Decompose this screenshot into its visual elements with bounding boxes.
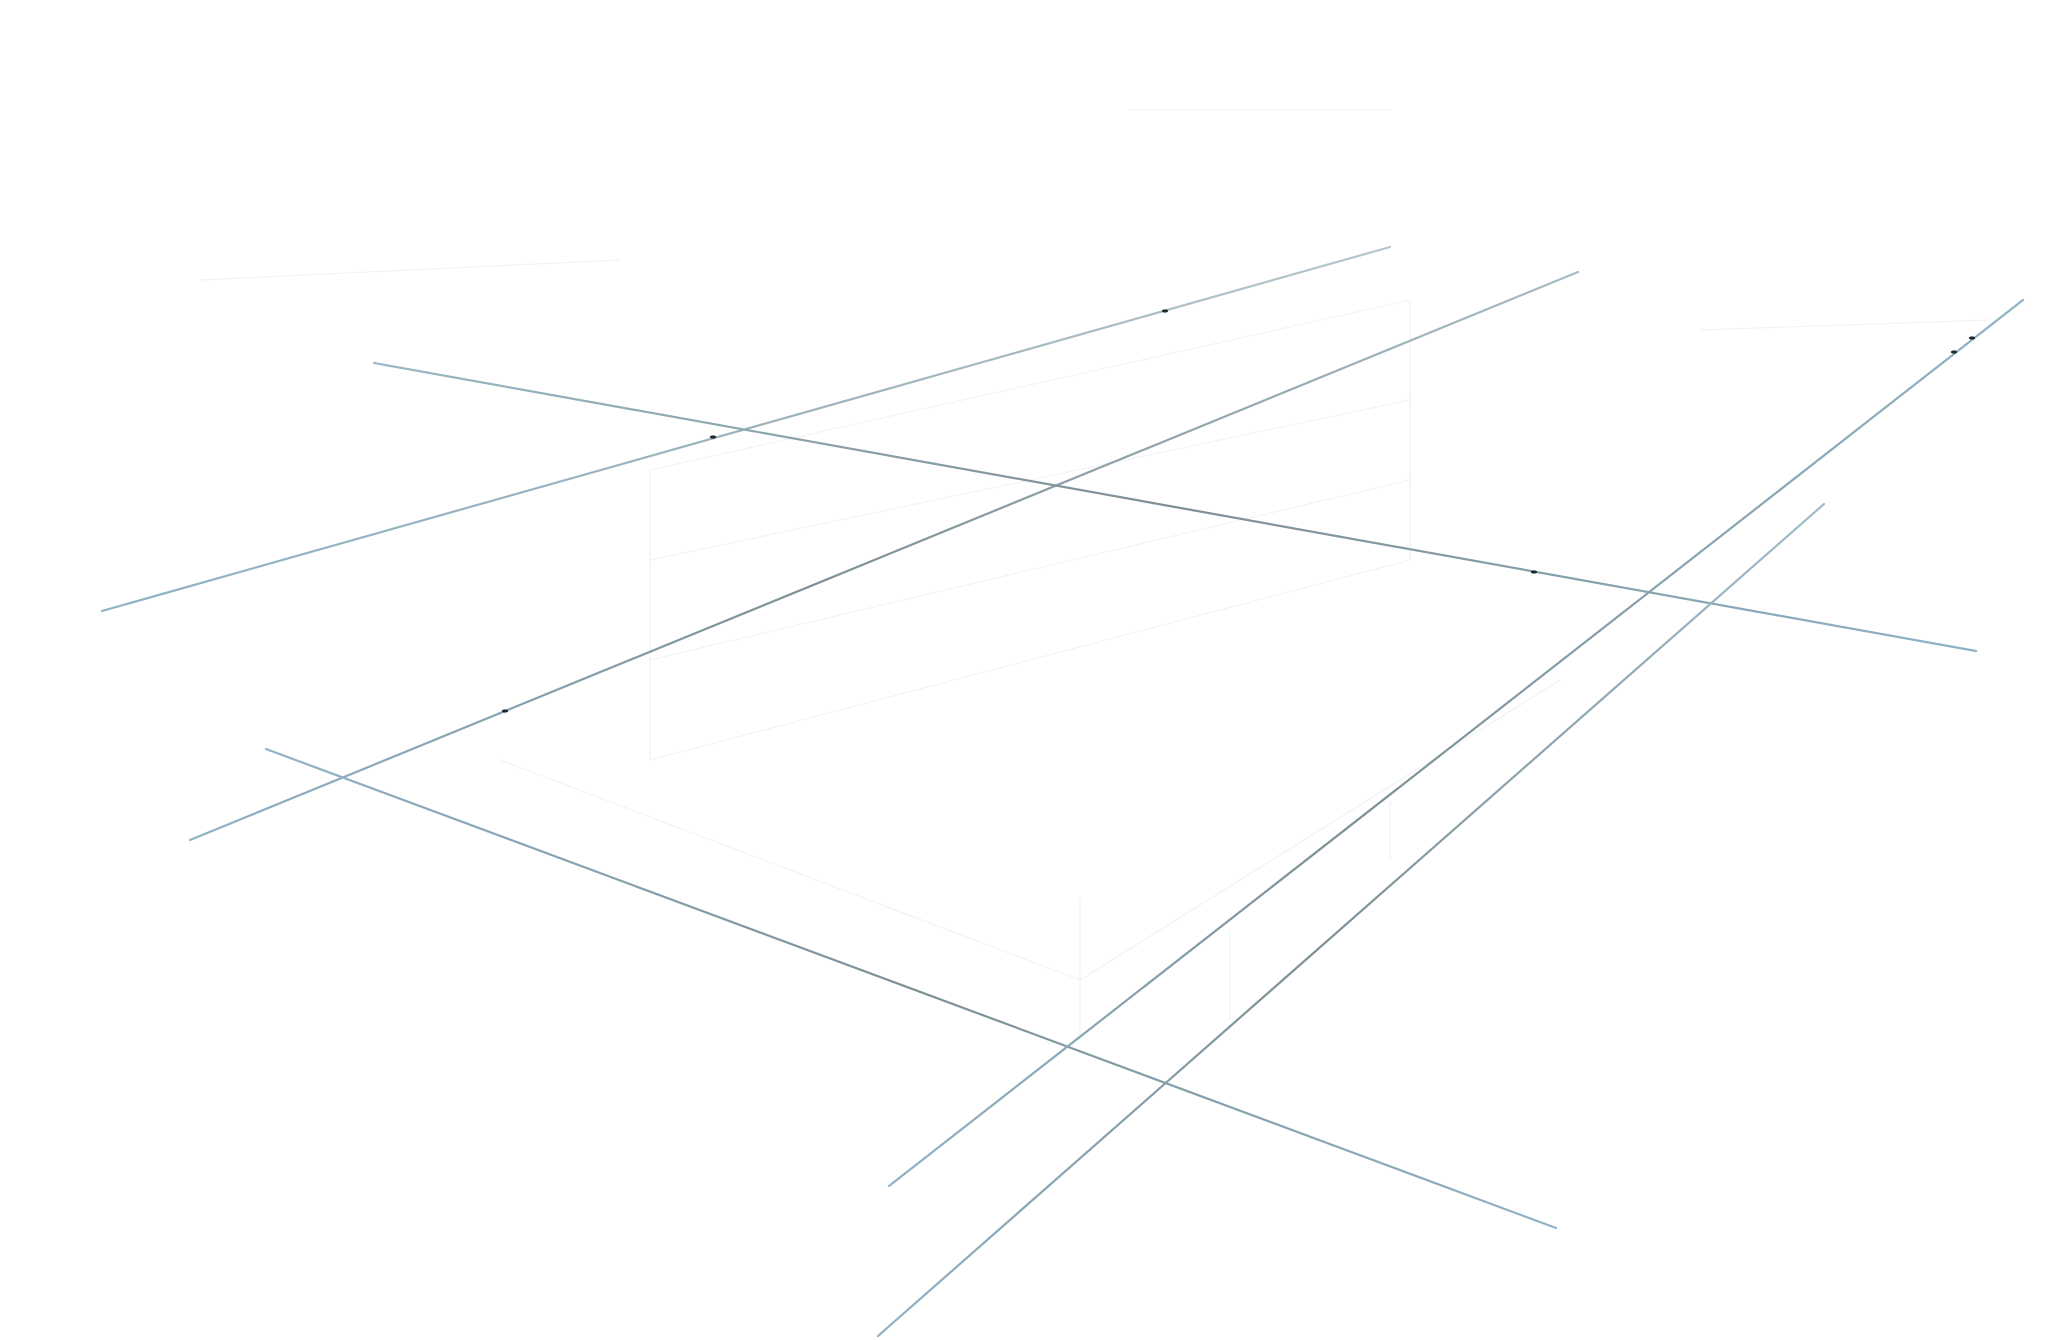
diagram-ticks [501,309,1976,713]
faint-construction-lines [199,109,1991,1040]
tick-mark-4 [1530,570,1538,574]
line-top-descending [372,361,1978,653]
line-right-steep-inner [887,298,2025,1188]
line-long-diagonal [188,270,1580,842]
line-lower-descending [264,747,1558,1230]
tick-mark-2 [1161,309,1169,313]
tick-mark-5 [1950,350,1958,354]
tick-mark-1 [709,435,717,439]
tick-mark-6 [1968,336,1976,340]
line-right-steep-outer [876,502,1826,1338]
diagram-lines [100,245,2025,1338]
tick-mark-3 [501,709,509,713]
